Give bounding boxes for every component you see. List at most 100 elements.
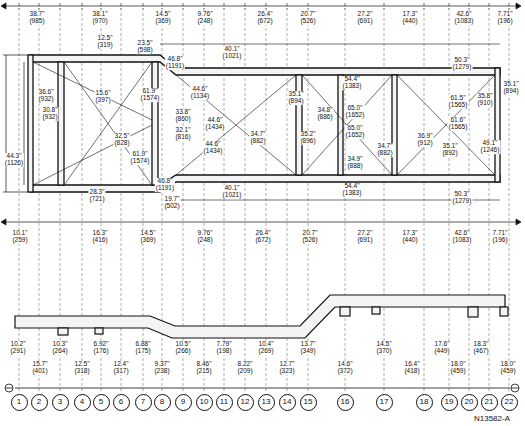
diagonal-dimensions [33, 44, 500, 200]
station-number-text: 14 [283, 398, 292, 406]
dimension-label: 50.3" (1279) [452, 57, 473, 71]
dimension-label: 33.8" (860) [174, 109, 191, 123]
station-number-text: 8 [160, 398, 164, 406]
dimension-label: 35.2" (896) [299, 131, 316, 145]
dimension-label: 14.5" (369) [139, 230, 156, 244]
dimension-label: 12.7" (323) [278, 361, 295, 375]
dimension-label: 13.7" (349) [299, 341, 316, 355]
dimension-label: 30.8" (932) [41, 107, 58, 121]
dimension-label: 34.9" (888) [346, 156, 363, 170]
station-number: 3 [52, 394, 69, 411]
station-number-text: 7 [141, 398, 145, 406]
dimension-label: 44.6" (1434) [203, 141, 224, 155]
dimension-label: 23.5" (598) [136, 40, 153, 54]
station-number-text: 17 [380, 398, 389, 406]
dimension-label: 35.1" (892) [441, 143, 458, 157]
station-number-text: 5 [99, 398, 103, 406]
dimension-label: 36.9" (912) [416, 133, 433, 147]
dimension-label: 65.0" (1652) [345, 105, 366, 119]
dimension-label: 35.1" (894) [502, 81, 519, 95]
dimension-label: 7.79" (198) [215, 341, 232, 355]
dimension-label: 16.3" (416) [91, 230, 108, 244]
station-number: 10 [196, 394, 213, 411]
dimension-label: 38.7" (985) [28, 11, 45, 25]
station-number-text: 19 [445, 398, 454, 406]
station-line [19, 8, 20, 393]
dimension-label: 40.1" (1021) [222, 185, 243, 199]
station-number: 20 [461, 394, 478, 411]
station-number: 7 [135, 394, 152, 411]
station-number-text: 10 [200, 398, 209, 406]
station-number: 17 [376, 394, 393, 411]
station-number-text: 15 [304, 398, 313, 406]
dimension-label: 10.4" (269) [257, 341, 274, 355]
station-number: 16 [337, 394, 354, 411]
dimension-label: 34.7" (882) [249, 131, 266, 145]
dimension-label: 19.7" (502) [163, 196, 180, 210]
station-line [345, 8, 346, 393]
station-line [384, 8, 385, 393]
dimension-label: 44.6" (1434) [205, 117, 226, 131]
dimension-label: 12.5" (319) [96, 35, 113, 49]
station-number: 18 [416, 394, 433, 411]
dimension-label: 46.8" (1191) [165, 56, 185, 70]
dimension-label: 14.5" (369) [154, 11, 171, 25]
dimension-label: 18.0" (459) [499, 361, 516, 375]
frame-rails-plan [28, 55, 500, 192]
dimension-label: 27.2" (691) [356, 230, 373, 244]
station-number: 9 [175, 394, 192, 411]
dimension-lines [1, 3, 521, 225]
dimension-label: 42.6" (1083) [452, 230, 473, 244]
dimension-label: 32.5" (828) [113, 133, 130, 147]
station-number-text: 12 [241, 398, 250, 406]
station-number: 5 [93, 394, 110, 411]
station-line [82, 8, 83, 393]
dimension-label: 65.0" (1652) [345, 125, 366, 139]
dimension-label: 34.8" (886) [316, 107, 333, 121]
dimension-label: 17.3" (440) [401, 230, 418, 244]
frame-rail-side [15, 295, 508, 338]
station-line [509, 8, 510, 393]
dimension-label: 8.46" (215) [195, 361, 212, 375]
dimension-label: 7.71" (196) [491, 230, 508, 244]
dimension-label: 38.1" (970) [91, 11, 108, 25]
dimension-label: 6.92" (176) [92, 341, 109, 355]
dimension-label: 9.76" (248) [196, 230, 213, 244]
dimension-label: 26.4" (672) [256, 11, 273, 25]
dimension-label: 44.6" (1134) [190, 86, 210, 100]
station-number: 11 [216, 394, 233, 411]
station-line [489, 8, 490, 393]
dimension-label: 12.4" (317) [112, 361, 129, 375]
dimension-label: 16.4" (418) [403, 361, 420, 375]
dimension-label: 61.9" (1574) [140, 88, 161, 102]
station-number: 15 [300, 394, 317, 411]
station-number: 22 [501, 394, 518, 411]
dimension-label: 44.3" (1126) [4, 153, 24, 167]
dimension-label: 49.1" (1246) [480, 140, 501, 154]
figure-id: N13582-A [473, 415, 511, 423]
dimension-label: 50.3" (1279) [452, 191, 473, 205]
dimension-label: 17.3" (440) [401, 11, 418, 25]
dimension-label: 15.7" (401) [31, 361, 48, 375]
dimension-label: 35.8" (910) [476, 93, 493, 107]
dimension-label: 54.4" (1383) [342, 76, 363, 90]
station-number-text: 9 [181, 398, 185, 406]
station-number: 12 [237, 394, 254, 411]
station-number: 21 [481, 394, 498, 411]
station-number-text: 11 [220, 398, 228, 406]
dimension-label: 10.2" (291) [9, 341, 26, 355]
dimension-label: 28.3" (721) [88, 189, 105, 203]
dimension-label: 26.4" (672) [254, 230, 271, 244]
dimension-label: 61.9" (1574) [130, 151, 151, 165]
station-number: 14 [279, 394, 296, 411]
station-line [121, 8, 122, 393]
dimension-label: 9.37" (238) [153, 361, 170, 375]
dimension-label: 36.6" (932) [37, 89, 54, 103]
dimension-label: 27.2" (691) [356, 11, 373, 25]
dimension-label: 6.88" (175) [134, 341, 151, 355]
station-number: 1 [11, 394, 28, 411]
dimension-label: 61.6" (1565) [448, 117, 469, 131]
dimension-label: 34.7" (882) [376, 143, 393, 157]
station-number: 19 [441, 394, 458, 411]
station-number: 8 [154, 394, 171, 411]
